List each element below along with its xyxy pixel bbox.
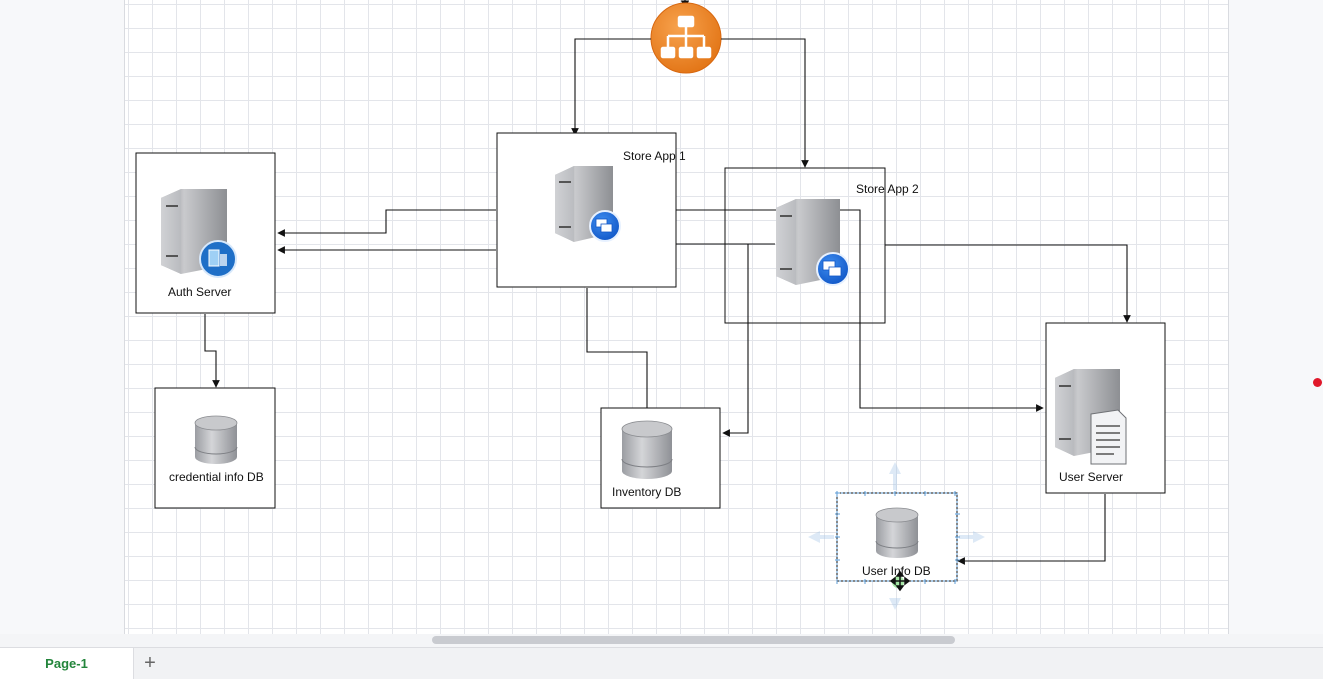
diagram-canvas[interactable]: [124, 0, 1229, 634]
selection-guides: [808, 462, 985, 610]
app-server-icon: [776, 199, 850, 286]
user-server-node[interactable]: User Server: [1045, 322, 1166, 494]
database-icon: [875, 507, 919, 558]
add-page-button[interactable]: +: [144, 651, 156, 674]
connectors: [204, 38, 1131, 565]
user-server-label: User Server: [1059, 470, 1123, 484]
left-gutter: [0, 0, 124, 634]
store-app-2-label: Store App 2: [856, 182, 919, 196]
edge-auth-to-credential-db: [204, 314, 220, 388]
edge-store-app-1-to-inventory: [586, 288, 651, 419]
inventory-db-node[interactable]: Inventory DB: [600, 407, 721, 509]
store-app-2-node[interactable]: Store App 2: [724, 167, 919, 324]
scrollbar-thumb[interactable]: [432, 636, 955, 644]
tab-page-1[interactable]: Page-1: [0, 648, 134, 679]
edge-lb-to-store-app-2: [721, 38, 809, 168]
right-gutter: [1227, 0, 1323, 634]
user-info-db-label: User Info DB: [862, 564, 931, 578]
recording-indicator: [1313, 378, 1322, 387]
credential-db-node[interactable]: credential info DB: [154, 387, 276, 509]
edge-store-app-1-to-user-server: [676, 209, 1044, 412]
edge-store-app-2-to-user-server: [885, 244, 1131, 323]
database-icon: [194, 415, 238, 464]
move-cursor-icon: [889, 570, 911, 592]
edge-user-server-to-user-info-db: [957, 494, 1106, 565]
load-balancer-icon[interactable]: [650, 0, 722, 74]
edge-store-app-2-to-inventory: [676, 243, 775, 437]
store-app-1-label: Store App 1: [623, 149, 686, 163]
credential-db-label: credential info DB: [169, 470, 264, 484]
auth-server-node[interactable]: Auth Server: [135, 152, 276, 314]
inventory-db-label: Inventory DB: [612, 485, 681, 499]
auth-server-label: Auth Server: [168, 285, 231, 299]
edge-store-app-1-to-auth-a: [277, 209, 496, 237]
page-tabs-bar: Page-1 +: [0, 647, 1323, 679]
store-app-1-node[interactable]: Store App 1: [496, 132, 686, 288]
user-server-icon: [1055, 369, 1127, 465]
diagram-svg[interactable]: Auth Server credential info DB Store App…: [0, 0, 1323, 634]
edge-lb-to-store-app-1: [571, 38, 651, 136]
database-icon: [621, 420, 673, 479]
auth-server-icon: [161, 189, 237, 278]
user-info-db-node[interactable]: User Info DB: [808, 462, 985, 610]
app-server-icon: [555, 166, 621, 242]
